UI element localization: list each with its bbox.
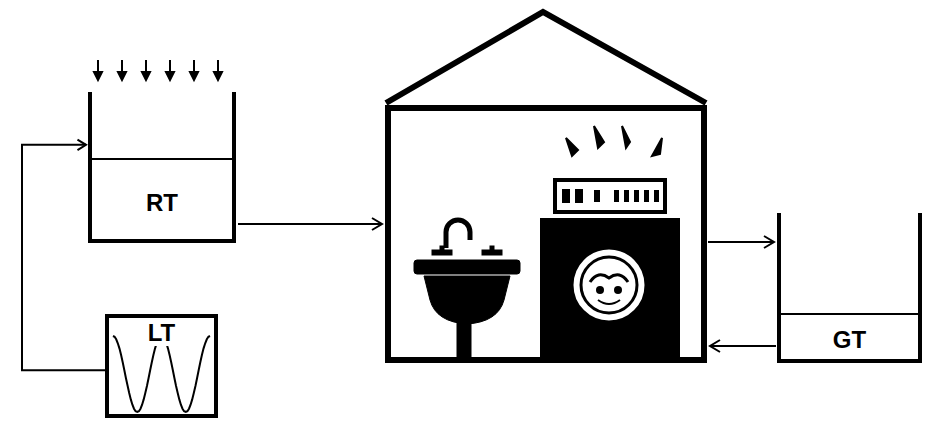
storage-tank: RT — [88, 92, 236, 243]
water-line — [90, 158, 234, 160]
arrow-head — [77, 140, 86, 150]
sink — [414, 220, 520, 358]
house — [386, 12, 706, 360]
flow-connector — [22, 140, 105, 371]
tank-wall — [90, 92, 234, 241]
water-region: GT — [777, 318, 922, 363]
washing-machine — [540, 126, 680, 360]
tank-wall — [779, 213, 920, 361]
label-holder: LT — [105, 320, 218, 346]
storage-tank: GT — [777, 213, 922, 363]
node-label: GT — [833, 327, 866, 353]
box-border — [107, 316, 216, 416]
water-region: RT — [88, 163, 236, 243]
node-label: LT — [145, 320, 179, 346]
sine-wave — [113, 336, 210, 412]
treatment-box: LT — [105, 314, 218, 418]
node-label: RT — [146, 190, 178, 216]
rain-arrows — [94, 60, 222, 80]
node-outline — [88, 92, 236, 243]
flow-arrows — [238, 218, 776, 352]
connector-line — [22, 145, 105, 370]
water-line — [779, 313, 920, 315]
